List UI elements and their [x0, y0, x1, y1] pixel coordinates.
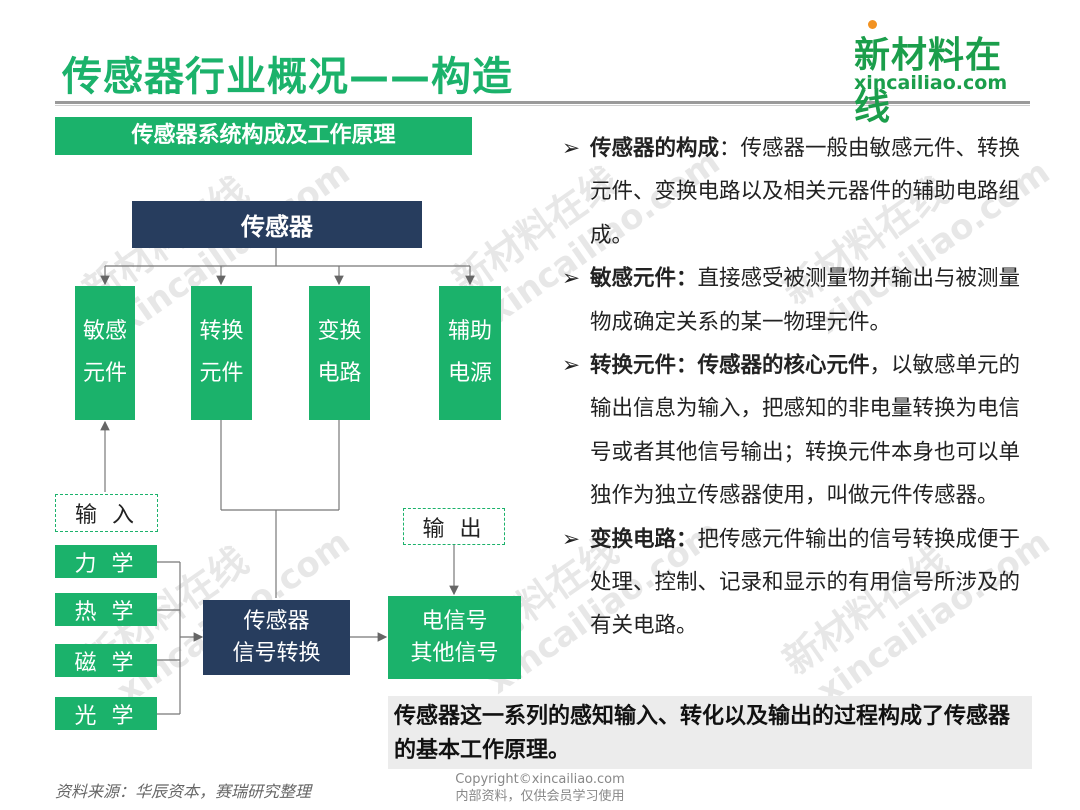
logo-text-cn: 新材料在线 [854, 35, 1003, 128]
input-optical: 光 学 [55, 697, 157, 730]
bullet-text: 直接感受被测量物并输出与被测量物成确定关系的某一物理元件。 [590, 266, 1021, 335]
source-note: 资料来源：华辰资本，赛瑞研究整理 [55, 782, 312, 801]
output-signal-box: 电信号 其他信号 [388, 596, 521, 679]
bullet-term: 敏感元件： [590, 266, 698, 292]
arrow-icon: ➢ [562, 136, 581, 161]
bullet-item: ➢ 变换电路：把传感元件输出的信号转换成便于处理、控制、记录和显示的有用信号所涉… [562, 518, 1032, 648]
title-divider [55, 101, 1030, 104]
component-label: 辅助 [447, 319, 492, 344]
component-label: 元件 [82, 361, 127, 386]
bullet-text: ：传感器一般由敏感元件、转换元件、变换电路以及相关元器件的辅助电路组成。 [590, 136, 1021, 248]
logo-text-en: xincailiao.com [854, 72, 1008, 94]
component-sensitive-element: 敏感 元件 [75, 286, 135, 420]
bullet-term: 转换元件：传感器的核心元件 [590, 353, 870, 379]
component-label: 元件 [199, 361, 244, 386]
bullet-item: ➢ 转换元件：传感器的核心元件，以敏感单元的输出信息为输入，把感知的非电量转换为… [562, 344, 1032, 518]
component-label: 变换 [317, 319, 362, 344]
arrow-icon: ➢ [562, 266, 581, 292]
output-label: 输 出 [403, 508, 505, 545]
component-label: 转换 [199, 319, 244, 344]
page-title: 传感器行业概况——构造 [62, 54, 513, 100]
bullet-text: ，以敏感单元的输出信息为输入，把感知的非电量转换为电信号或者其他信号输出；转换元… [590, 353, 1021, 509]
input-thermal: 热 学 [55, 593, 157, 626]
output-label-text: 电信号 [421, 608, 488, 634]
diagram-connectors [100, 248, 475, 715]
component-label: 电路 [317, 361, 362, 386]
diagram-section-title: 传感器系统构成及工作原理 [55, 117, 472, 155]
logo: 新材料在线 xincailiao.com [848, 18, 1038, 128]
component-conversion-element: 转换 元件 [191, 286, 252, 420]
arrow-icon: ➢ [562, 526, 581, 552]
output-label-text: 其他信号 [410, 640, 499, 666]
component-auxiliary-power: 辅助 电源 [439, 286, 501, 420]
summary-box: 传感器这一系列的感知输入、转化以及输出的过程构成了传感器的基本工作原理。 [388, 696, 1032, 769]
input-mechanics: 力 学 [55, 545, 157, 578]
input-label: 输 入 [55, 494, 158, 532]
bullet-text: 把传感元件输出的信号转换成便于处理、控制、记录和显示的有用信号所涉及的有关电路。 [590, 526, 1021, 639]
title-divider-thin [55, 105, 1030, 106]
bullet-term: 变换电路： [590, 526, 698, 552]
component-label: 敏感 [82, 319, 127, 344]
logo-dot-icon [868, 20, 877, 29]
component-label: 电源 [447, 361, 492, 386]
bullet-item: ➢ 传感器的构成：传感器一般由敏感元件、转换元件、变换电路以及相关元器件的辅助电… [562, 127, 1032, 257]
signal-converter-box: 传感器 信号转换 [203, 600, 350, 675]
arrow-icon: ➢ [562, 353, 581, 379]
copyright-line: Copyright©xincailiao.com [455, 772, 625, 787]
copyright-line: 内部资料，仅供会员学习使用 [455, 789, 625, 804]
converter-label: 信号转换 [232, 640, 321, 666]
description-list: ➢ 传感器的构成：传感器一般由敏感元件、转换元件、变换电路以及相关元器件的辅助电… [562, 127, 1032, 648]
bullet-term: 传感器的构成 [590, 136, 720, 161]
copyright-note: Copyright©xincailiao.com 内部资料，仅供会员学习使用 [430, 771, 650, 805]
converter-label: 传感器 [243, 608, 310, 634]
sensor-box: 传感器 [132, 201, 422, 248]
bullet-item: ➢ 敏感元件：直接感受被测量物并输出与被测量物成确定关系的某一物理元件。 [562, 257, 1032, 344]
component-transform-circuit: 变换 电路 [309, 286, 370, 420]
input-magnetic: 磁 学 [55, 644, 157, 677]
